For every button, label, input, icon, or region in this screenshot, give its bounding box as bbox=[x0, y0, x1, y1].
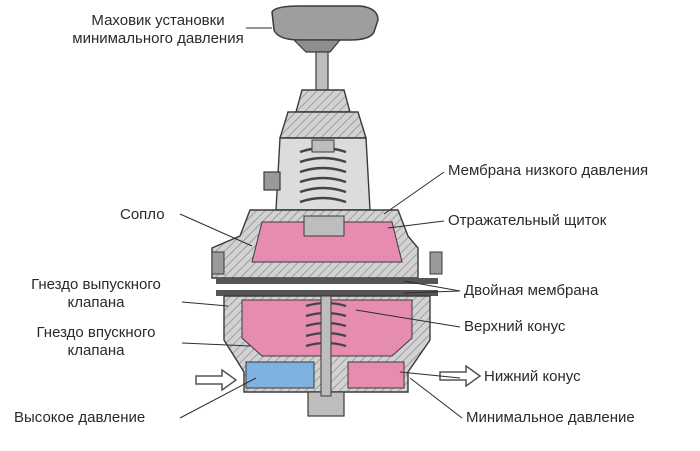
label-line: клапана bbox=[67, 294, 125, 311]
double-membrane-part bbox=[216, 278, 438, 296]
flow-arrows bbox=[195, 364, 482, 392]
bonnet bbox=[263, 89, 371, 211]
label-min-pressure: Минимальное давление bbox=[466, 409, 635, 426]
label-upper-cone: Верхний конус bbox=[464, 318, 566, 335]
label-nozzle: Сопло bbox=[120, 206, 165, 223]
upper-spring bbox=[299, 139, 347, 204]
label-low-pressure-membrane: Мембрана низкого давления bbox=[448, 162, 649, 179]
label-lower-cone: Нижний конус bbox=[484, 368, 581, 385]
label-line: Маховик установки bbox=[91, 12, 225, 29]
middle-body bbox=[211, 209, 443, 279]
label-line: Гнездо выпускного bbox=[31, 276, 161, 293]
lower-spring bbox=[305, 295, 347, 397]
label-line: клапана bbox=[67, 342, 125, 359]
label-deflector: Отражательный щиток bbox=[448, 212, 607, 229]
leader-lines bbox=[179, 27, 463, 419]
handwheel-part bbox=[271, 5, 379, 111]
label-line: минимального давления bbox=[72, 30, 244, 47]
label-high-pressure: Высокое давление bbox=[14, 409, 146, 426]
label-double-membrane: Двойная мембрана bbox=[464, 282, 599, 299]
label-line: Гнездо впускного bbox=[36, 324, 156, 341]
